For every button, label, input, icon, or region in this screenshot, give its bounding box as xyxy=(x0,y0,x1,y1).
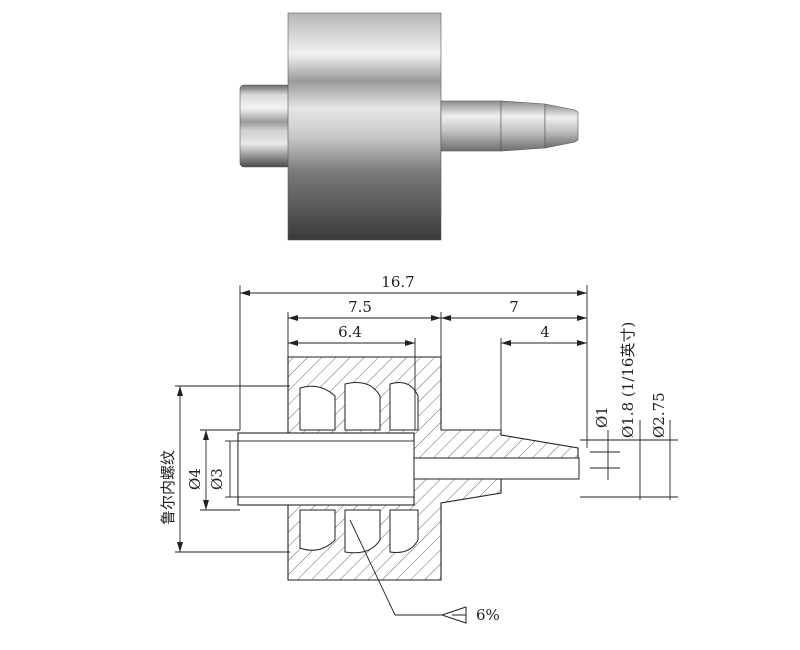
fluid-channel xyxy=(413,457,580,480)
taper-symbol xyxy=(440,606,467,624)
cross-section xyxy=(237,356,580,581)
luer-inner-bore xyxy=(237,440,415,498)
dim-luer-inner: Ø3 xyxy=(208,468,226,490)
dim-barb-tip: 4 xyxy=(540,323,550,341)
hub-3d xyxy=(287,12,442,241)
thread-bottom xyxy=(299,509,419,554)
luer-stub-3d xyxy=(239,84,293,168)
fitting-3d-body xyxy=(239,12,579,241)
dim-barb-section: 7 xyxy=(509,298,519,316)
thread-top xyxy=(299,382,419,431)
dim-barb-large: Ø2.75 xyxy=(650,392,668,438)
dim-luer-outer: Ø4 xyxy=(186,468,204,490)
barb-shaft-3d xyxy=(440,100,502,152)
arrowheads xyxy=(177,290,587,552)
dim-thread-depth: 6.4 xyxy=(338,323,362,341)
barb-cone-1 xyxy=(500,100,546,152)
taper-value: 6% xyxy=(476,606,500,624)
dim-thread-section: 7.5 xyxy=(348,298,372,316)
thread-label: 鲁尔内螺纹 xyxy=(159,450,177,525)
dim-barb-small: Ø1.8 (1/16英寸) xyxy=(619,322,637,438)
barb-cone-2 xyxy=(544,103,579,149)
dim-bore-diameter: Ø1 xyxy=(593,406,611,428)
dimension-lines xyxy=(175,285,678,616)
dim-overall-length: 16.7 xyxy=(381,273,414,291)
